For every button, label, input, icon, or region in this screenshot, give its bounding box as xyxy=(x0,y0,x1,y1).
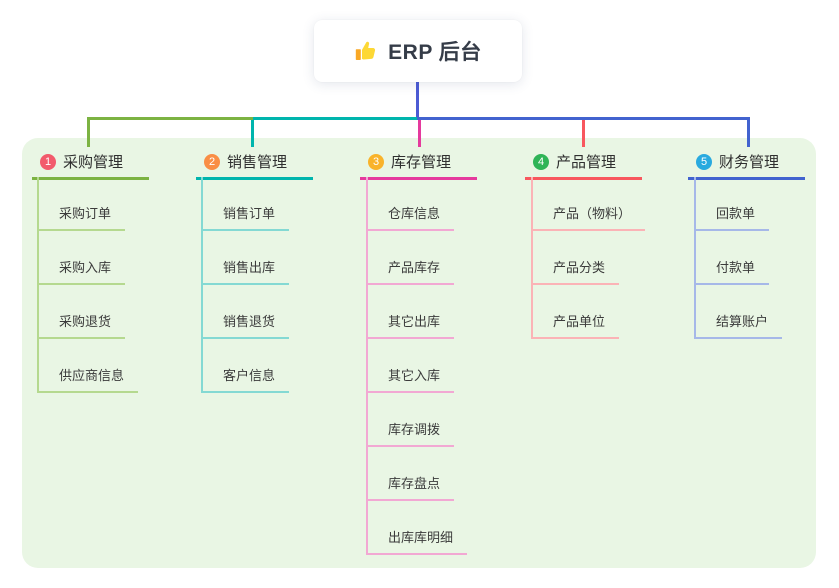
root-label: ERP 后台 xyxy=(388,41,482,64)
mindmap-node[interactable]: 出库库明细 xyxy=(366,501,468,555)
mindmap-node[interactable]: 产品分类 xyxy=(531,231,620,285)
branch-connector-product xyxy=(582,120,585,147)
mindmap-node[interactable]: 销售订单 xyxy=(201,177,290,231)
bus-segment-sales xyxy=(253,117,417,120)
mindmap-node[interactable]: 仓库信息 xyxy=(366,177,455,231)
branch-connector-finance xyxy=(747,120,750,147)
subtree-sales: 销售订单 销售出库 销售退货 客户信息 xyxy=(201,177,290,393)
branch-title-label: 采购管理 xyxy=(63,154,124,171)
subtree-finance: 回款单 付款单 结算账户 xyxy=(694,177,783,339)
branch-number-badge: 1 xyxy=(40,153,56,170)
thumbs-up-icon xyxy=(354,39,378,63)
branch-connector-sales xyxy=(251,120,254,147)
branch-number-badge: 3 xyxy=(368,153,384,170)
branch-connector-purchase xyxy=(87,120,90,147)
branch-title-finance[interactable]: 5 财务管理 xyxy=(688,146,806,180)
branch-connector-inventory xyxy=(418,120,421,147)
subtree-purchase: 采购订单 采购入库 采购退货 供应商信息 xyxy=(37,177,139,393)
mindmap-node[interactable]: 库存盘点 xyxy=(366,447,455,501)
mindmap-node[interactable]: 产品（物料） xyxy=(531,177,646,231)
root-connector xyxy=(416,82,419,117)
branch-number-badge: 5 xyxy=(696,153,712,170)
mindmap-node[interactable]: 客户信息 xyxy=(201,339,290,393)
branch-title-purchase[interactable]: 1 采购管理 xyxy=(32,146,150,180)
root-node[interactable]: ERP 后台 xyxy=(314,20,522,82)
branch-title-product[interactable]: 4 产品管理 xyxy=(525,146,643,180)
branch-title-sales[interactable]: 2 销售管理 xyxy=(196,146,314,180)
branch-title-label: 产品管理 xyxy=(556,154,617,171)
mindmap-node[interactable]: 回款单 xyxy=(694,177,770,231)
mindmap-node[interactable]: 采购订单 xyxy=(37,177,126,231)
branch-title-inventory[interactable]: 3 库存管理 xyxy=(360,146,478,180)
mindmap-node[interactable]: 供应商信息 xyxy=(37,339,139,393)
subtree-product: 产品（物料） 产品分类 产品单位 xyxy=(531,177,646,339)
mindmap-node[interactable]: 其它入库 xyxy=(366,339,455,393)
mindmap-node[interactable]: 采购入库 xyxy=(37,231,126,285)
branch-title-label: 销售管理 xyxy=(227,154,288,171)
mindmap-node[interactable]: 采购退货 xyxy=(37,285,126,339)
branch-number-badge: 2 xyxy=(204,153,220,170)
mindmap-node[interactable]: 销售退货 xyxy=(201,285,290,339)
mindmap-node[interactable]: 结算账户 xyxy=(694,285,783,339)
subtree-inventory: 仓库信息 产品库存 其它出库 其它入库 库存调拨 库存盘点 出库库明细 xyxy=(366,177,468,555)
branch-title-label: 库存管理 xyxy=(391,154,452,171)
mindmap-node[interactable]: 付款单 xyxy=(694,231,770,285)
branches-panel xyxy=(22,138,816,568)
bus-segment-purchase xyxy=(87,117,253,120)
mindmap-node[interactable]: 库存调拨 xyxy=(366,393,455,447)
mindmap-node[interactable]: 其它出库 xyxy=(366,285,455,339)
mindmap-node[interactable]: 销售出库 xyxy=(201,231,290,285)
branch-title-label: 财务管理 xyxy=(719,154,780,171)
mindmap-node[interactable]: 产品单位 xyxy=(531,285,620,339)
bus-segment-finance xyxy=(417,117,750,120)
mindmap-node[interactable]: 产品库存 xyxy=(366,231,455,285)
branch-number-badge: 4 xyxy=(533,153,549,170)
